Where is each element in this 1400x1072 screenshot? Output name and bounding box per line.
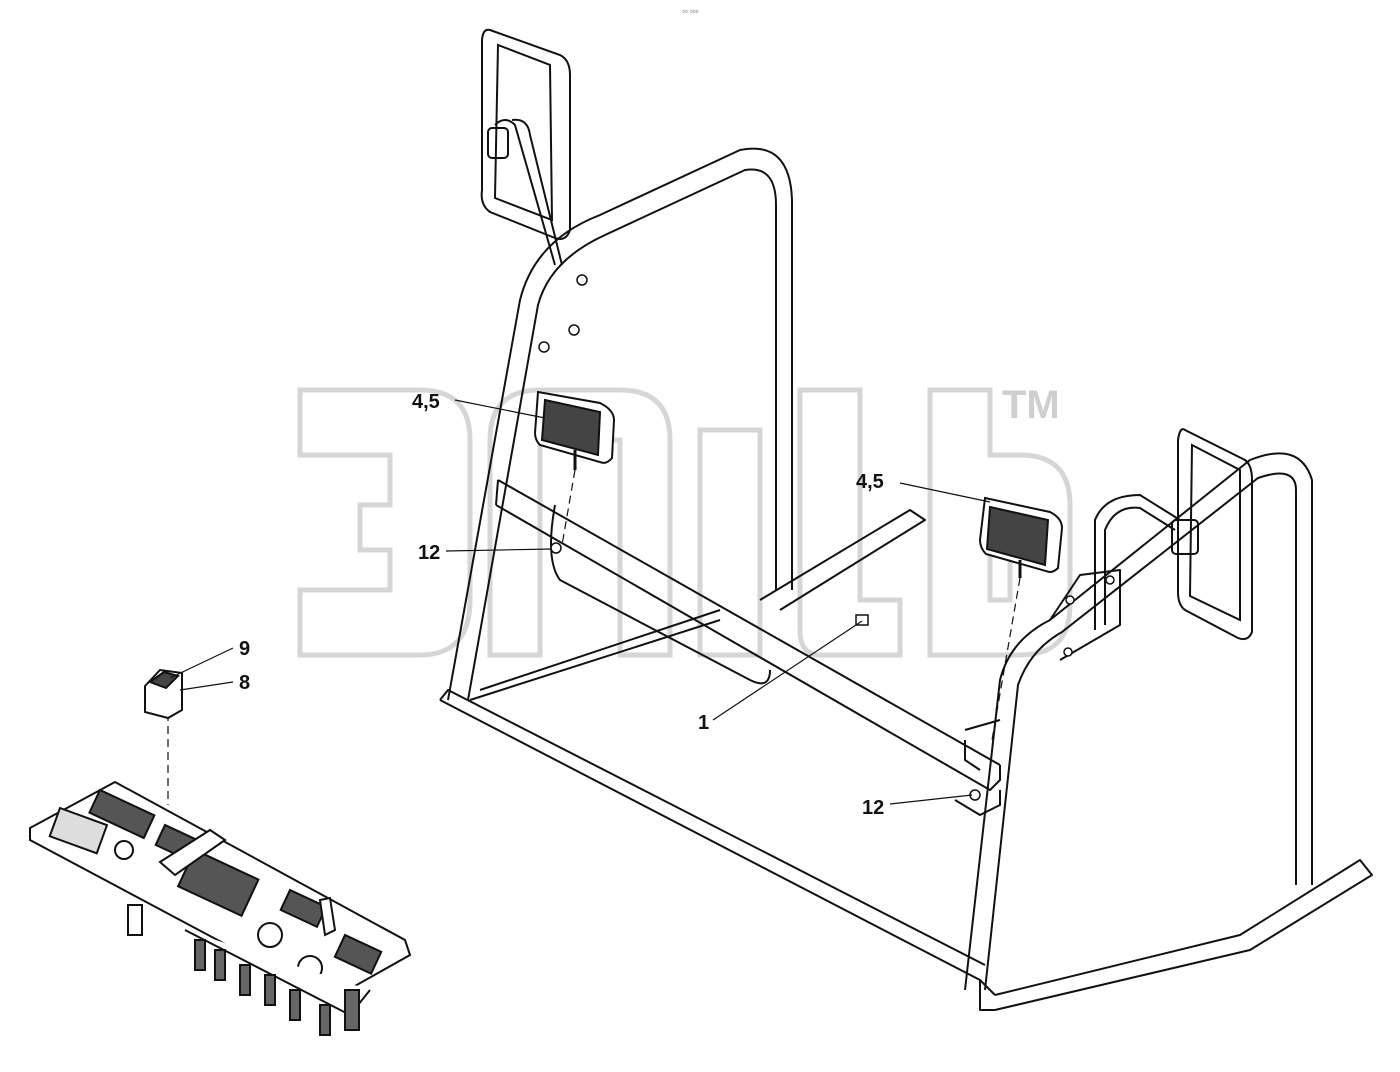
callout-switch: 8 bbox=[239, 672, 250, 694]
corner-mark: ▫▫ ▫▫▫ bbox=[682, 7, 699, 16]
work-light-right bbox=[978, 496, 1064, 578]
rops-frame bbox=[439, 147, 1373, 1011]
callout-nut-right: 12 bbox=[862, 797, 884, 819]
mirror-left bbox=[480, 28, 571, 266]
callout-switch-cap: 9 bbox=[239, 638, 250, 660]
watermark-logo bbox=[297, 387, 1073, 658]
callout-nut-left: 12 bbox=[418, 542, 440, 564]
mirror-right bbox=[1094, 428, 1253, 641]
fasteners bbox=[538, 274, 1115, 801]
callout-work-light-left: 4,5 bbox=[412, 391, 440, 413]
leader-lines bbox=[169, 399, 991, 805]
trademark-symbol: TM bbox=[1002, 383, 1060, 427]
callout-work-light-right: 4,5 bbox=[856, 471, 884, 493]
work-light-left bbox=[533, 390, 616, 470]
rocker-switch bbox=[144, 668, 183, 720]
control-panel bbox=[29, 780, 412, 1036]
callout-crossbar: 1 bbox=[698, 712, 709, 734]
